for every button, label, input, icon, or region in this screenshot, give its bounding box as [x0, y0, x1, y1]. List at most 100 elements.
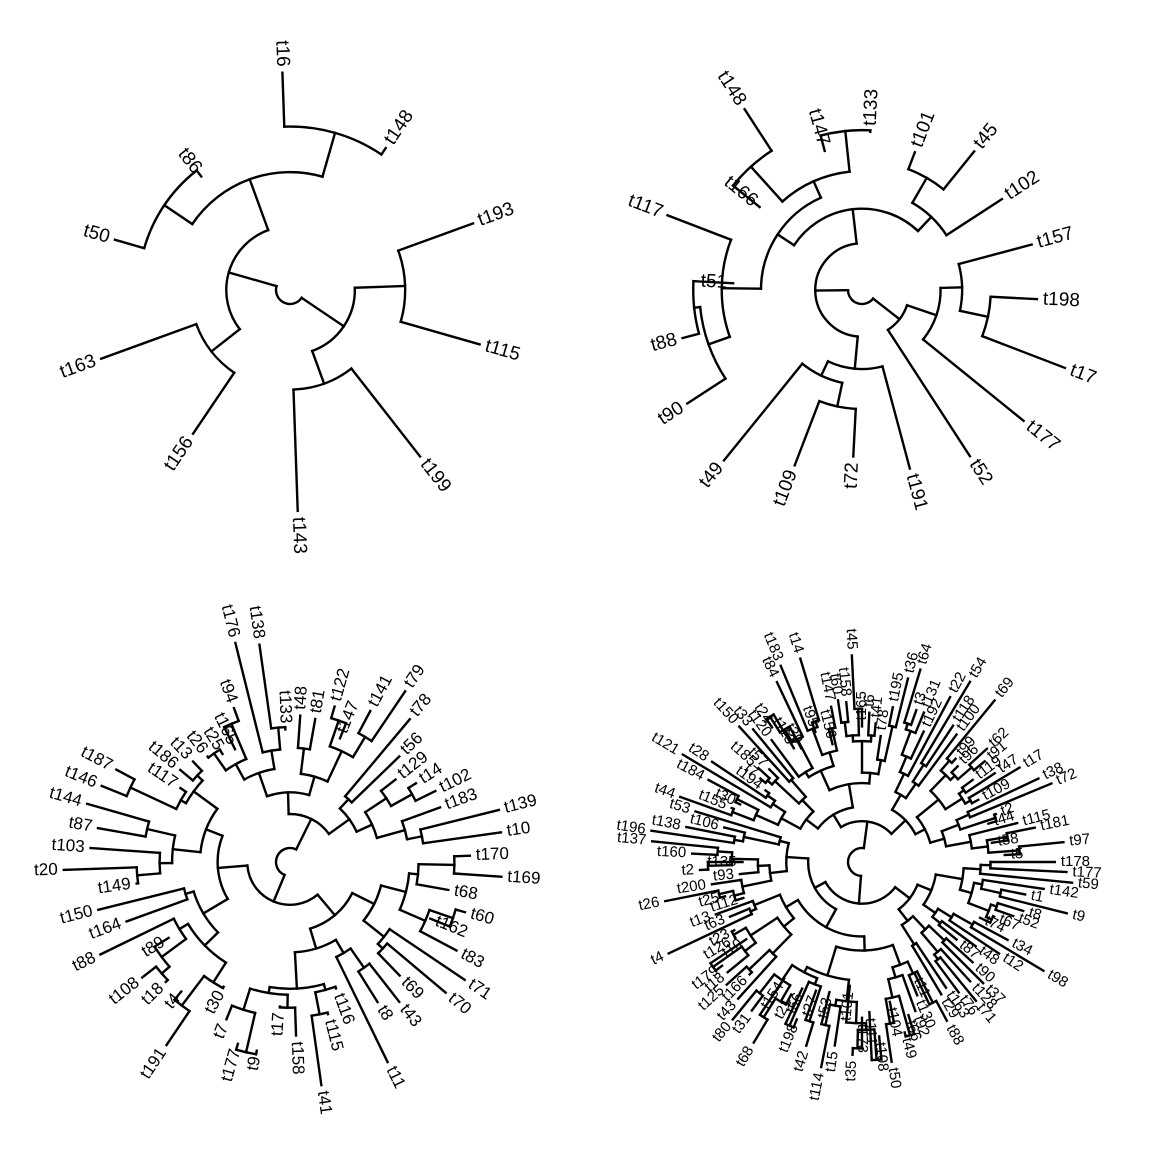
tree-branch — [361, 918, 386, 939]
tree-branch — [956, 765, 974, 781]
tree-branch — [938, 955, 978, 1003]
tip-label: t92 — [910, 1014, 933, 1039]
tree-branch — [233, 641, 265, 754]
tree-branch — [1005, 826, 1037, 835]
tree-branch — [396, 221, 475, 253]
tip-label: t72 — [1054, 765, 1080, 789]
tree-branch — [967, 765, 1022, 800]
tree-branch — [379, 884, 408, 894]
tree-branch — [334, 955, 390, 1064]
tip-label: t86 — [173, 144, 206, 178]
tree-branch — [356, 969, 380, 1004]
tree-branch — [791, 1017, 799, 1029]
tree-branch — [909, 708, 918, 727]
tree-branch — [405, 834, 424, 841]
tree-branch — [399, 320, 482, 346]
tree-branch — [958, 309, 990, 319]
tree-branch — [944, 840, 973, 848]
tip-label: t45 — [969, 119, 1002, 153]
tree-branch — [738, 870, 760, 876]
tip-label: t43 — [396, 1000, 426, 1030]
tree-branch — [795, 737, 815, 770]
tree-branch — [884, 1022, 894, 1064]
tip-label: t16 — [271, 40, 293, 67]
tree-branch — [427, 908, 455, 920]
tip-label: t138 — [650, 811, 682, 833]
tree-branch — [989, 295, 1039, 301]
tree-branch — [919, 680, 972, 765]
tree-branch — [979, 887, 1003, 895]
tree-branch — [966, 901, 991, 913]
tree-branch — [328, 719, 341, 748]
tip-label: t68 — [732, 1043, 757, 1070]
tree-branch — [734, 896, 745, 902]
tip-label: t191 — [136, 1044, 170, 1082]
tip-label: t98 — [1044, 966, 1071, 991]
tree-branch — [913, 711, 926, 735]
tip-label: t30 — [200, 987, 228, 1017]
tip-label: t102 — [1001, 167, 1043, 205]
tree-branch — [730, 857, 760, 861]
tree-branch — [224, 1004, 234, 1021]
tip-label: t2 — [681, 861, 694, 879]
tree-branch — [919, 931, 940, 954]
tree-branch — [969, 925, 1046, 973]
tree-branch — [98, 917, 176, 957]
tip-label: t109 — [769, 467, 802, 509]
tree-branch — [866, 711, 871, 737]
tree-branch — [216, 864, 249, 870]
tree-branch — [350, 891, 376, 906]
tree-branch — [771, 932, 793, 956]
tip-label: t49 — [898, 1036, 920, 1060]
tree-branch — [850, 654, 856, 711]
tree-branch — [939, 947, 972, 984]
tree-branch — [990, 838, 1010, 845]
tree-branch — [928, 837, 946, 845]
tree-branch — [740, 879, 773, 888]
tip-label: t108 — [105, 973, 143, 1008]
tree-root-arc — [274, 846, 298, 877]
tip-label: t158 — [835, 666, 855, 697]
tree-branch — [784, 898, 800, 909]
tree-root-arc — [846, 288, 875, 306]
tip-label: t156 — [816, 708, 840, 740]
tree-branch — [939, 286, 964, 290]
tree-branch — [843, 720, 848, 738]
tip-label: t78 — [873, 708, 893, 731]
tip-label: t142 — [1048, 881, 1079, 902]
tree-branch — [972, 759, 987, 772]
tree-branch — [212, 751, 228, 772]
tip-label: t93 — [712, 866, 734, 885]
tree-branch — [369, 689, 407, 743]
tree-branch — [276, 726, 282, 751]
tree-branch — [827, 727, 834, 746]
tip-label: t81 — [306, 688, 329, 715]
tree-branch — [367, 962, 401, 1004]
tree-branch — [232, 706, 241, 723]
tree-branch — [819, 359, 830, 378]
tree-branch — [379, 146, 388, 157]
tree-branch — [162, 203, 194, 226]
tip-label: t5 — [1010, 845, 1023, 863]
tree-branch — [891, 965, 897, 979]
tree-branch — [315, 892, 337, 917]
tree-branch — [338, 721, 348, 740]
tree-branch — [972, 881, 984, 886]
tip-label: t42 — [790, 1049, 812, 1074]
tree-branch — [227, 270, 279, 288]
tree-branch — [940, 940, 985, 985]
tree-branch — [900, 729, 913, 757]
tree-branch — [710, 878, 743, 886]
tree-branch — [178, 768, 195, 783]
tip-label: t53 — [668, 795, 693, 817]
tree-branch — [804, 1020, 815, 1048]
tree-branch — [428, 917, 452, 929]
tip-label: t64 — [913, 641, 935, 666]
tree-branch — [905, 303, 938, 317]
tree-branch — [829, 705, 837, 730]
tip-label: t114 — [806, 1071, 828, 1102]
tree-branch — [398, 908, 427, 923]
tree-branch — [911, 914, 928, 932]
tree-branch — [888, 1000, 896, 1025]
tree-branch — [940, 919, 978, 948]
